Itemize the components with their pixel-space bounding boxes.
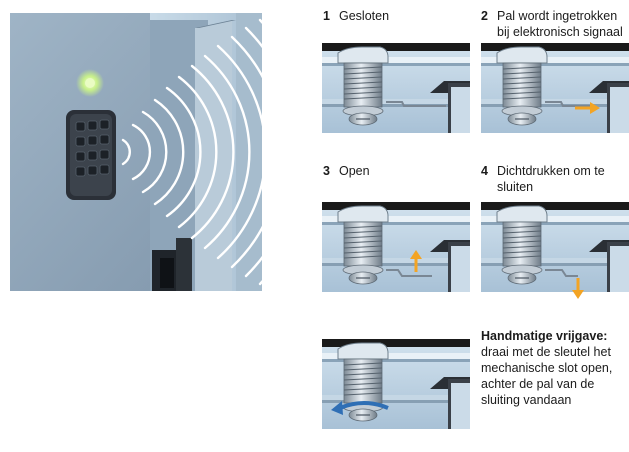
- retract-arrow-icon: [575, 102, 600, 114]
- key-turn-arrow-icon: [331, 401, 389, 415]
- hinge-bracket: [152, 238, 192, 291]
- manual-release-illustration: [322, 338, 470, 430]
- manual-release-line: achter de pal van de: [481, 377, 595, 391]
- manual-release-line: mechanische slot open,: [481, 361, 613, 375]
- door-open-arrow-icon: [410, 250, 422, 272]
- manual-release-line: sluiting vandaan: [481, 393, 572, 407]
- manual-release-title: Handmatige vrijgave:: [481, 329, 608, 343]
- step-1-illustration: [322, 43, 470, 133]
- keypad-device: [66, 110, 116, 200]
- step-4-illustration: [481, 202, 629, 299]
- keypad-photo: [10, 13, 262, 291]
- led-indicator: [76, 69, 104, 97]
- manual-release-line: draai met de sleutel het: [481, 345, 611, 359]
- manual-release-note: Handmatige vrijgave: draai met de sleute…: [481, 328, 626, 408]
- step-2-illustration: [481, 43, 629, 133]
- signal-waves: [121, 8, 344, 296]
- push-close-arrow-icon: [572, 278, 584, 299]
- step-3-illustration: [322, 202, 470, 292]
